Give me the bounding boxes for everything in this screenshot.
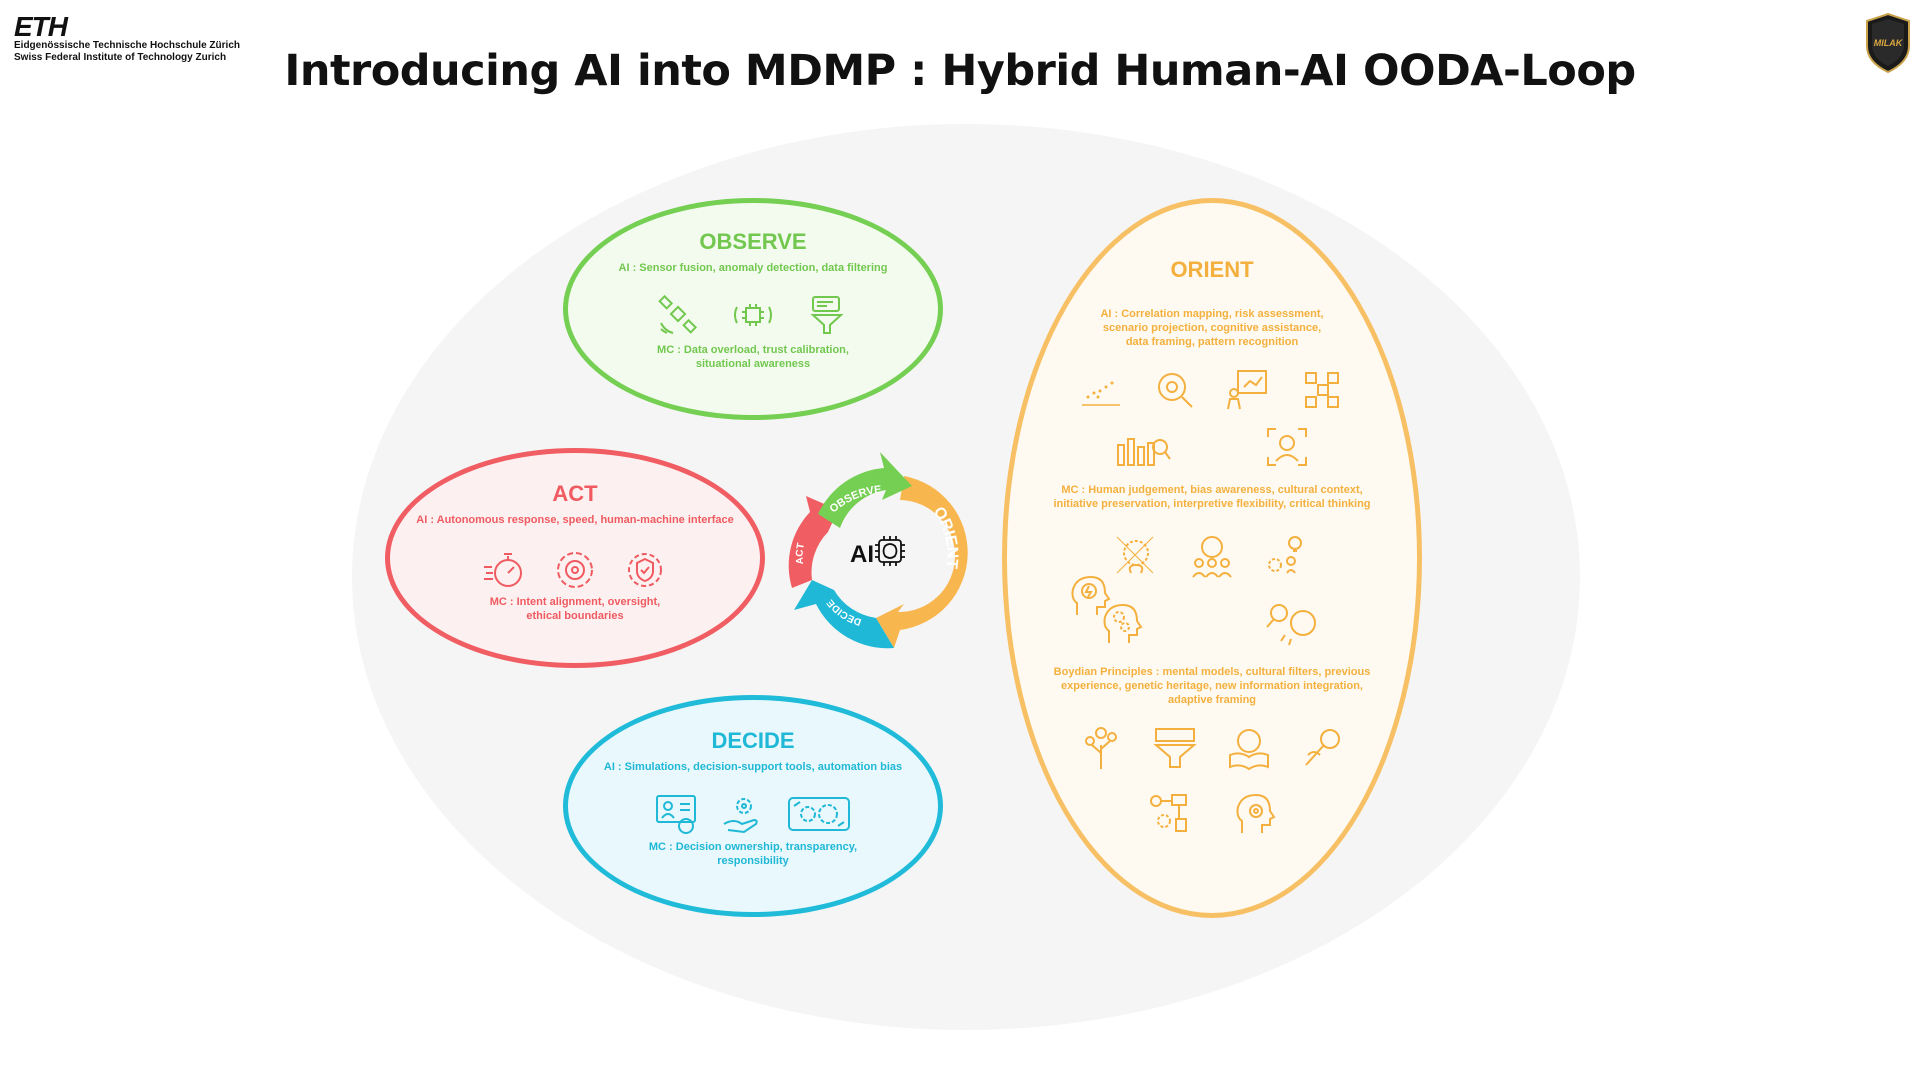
book-globe-icon (1229, 729, 1269, 771)
idea-flow-icon (1150, 794, 1187, 832)
badge-text: MILAK (1874, 38, 1904, 48)
sensor-chip-icon (734, 304, 772, 326)
orient-mc-line1: MC : Human judgement, bias awareness, cu… (1061, 484, 1363, 496)
automation-gears-icon (788, 797, 850, 831)
eth-line-english: Swiss Federal Institute of Technology Zu… (14, 52, 227, 63)
observe-arc (818, 452, 912, 528)
wheel-center-label: AI (850, 541, 874, 568)
orient-boyd-line3: adaptive framing (1167, 694, 1257, 706)
eth-logo: ETH Eidgenössische Technische Hochschule… (14, 11, 240, 64)
orient-ai-icons-row2 (1007, 425, 1417, 469)
network-icon (1305, 372, 1339, 408)
observe-ellipse: OBSERVE AI : Sensor fusion, anomaly dete… (563, 198, 943, 420)
act-icons (390, 547, 760, 593)
orient-ai-line3: data framing, pattern recognition (1125, 336, 1299, 348)
orient-boyd-line2: experience, genetic heritage, new inform… (1061, 680, 1363, 692)
orient-ai-line1: AI : Correlation mapping, risk assessmen… (1100, 308, 1324, 320)
orient-mc-icons-row1 (1007, 533, 1417, 579)
orient-ai-line2: scenario projection, cognitive assistanc… (1102, 322, 1322, 334)
presentation-icon (1227, 370, 1267, 410)
act-mc-line2: ethical boundaries (526, 610, 624, 622)
observe-mc-line1: MC : Data overload, trust calibration, (657, 344, 849, 356)
act-arc (788, 496, 838, 588)
orient-boyd-icons-row1 (1007, 725, 1417, 771)
ooda-cycle-wheel: OBSERVE ORIENT DECIDE ACT AI (788, 452, 968, 649)
orient-arc (876, 476, 968, 648)
group-globe-icon (1192, 536, 1232, 578)
observe-mc-line2: situational awareness (695, 358, 811, 370)
bar-analysis-icon (1117, 438, 1171, 466)
decide-arc (794, 580, 894, 649)
target-gear-icon (557, 552, 593, 588)
head-gears-icon (1103, 603, 1143, 643)
milak-badge-logo: MILAK (1866, 12, 1910, 74)
decide-mc-line2: responsibility (717, 855, 789, 867)
decide-ai-text: AI : Simulations, decision-support tools… (603, 761, 903, 773)
hand-gear-icon (723, 798, 758, 834)
orient-mc-icons-row3 (1007, 601, 1417, 647)
wheel-act-label: ACT (795, 542, 807, 564)
decision-dashboard-icon (656, 795, 696, 834)
ai-chip-icon (875, 536, 905, 566)
scatter-icon (1082, 381, 1120, 406)
idea-gear-icon (1268, 536, 1302, 574)
decide-ellipse: DECIDE AI : Simulations, decision-suppor… (563, 695, 943, 917)
tree-head-icon (1085, 727, 1117, 769)
act-ai-text: AI : Autonomous response, speed, human-m… (416, 514, 734, 526)
svg-text:ACT: ACT (795, 542, 807, 564)
act-title: ACT (552, 481, 598, 506)
stopwatch-icon (484, 553, 522, 587)
orient-boyd-icons-row2 (1007, 791, 1417, 837)
orient-title: ORIENT (1170, 257, 1254, 282)
eth-line-german: Eidgenössische Technische Hochschule Zür… (14, 40, 240, 51)
filter-funnel-icon (1153, 728, 1197, 768)
gear-shield-icon (628, 553, 662, 587)
orient-mc-icons-row2 (1007, 573, 1417, 619)
orient-ellipse: ORIENT AI : Correlation mapping, risk as… (1002, 198, 1422, 918)
observe-icons (568, 293, 938, 337)
act-ellipse: ACT AI : Autonomous response, speed, hum… (385, 448, 765, 668)
observe-title: OBSERVE (699, 229, 807, 254)
decide-mc-line1: MC : Decision ownership, transparency, (648, 841, 858, 853)
orient-ai-icons-row1 (1007, 367, 1417, 411)
orient-boyd-line1: Boydian Principles : mental models, cult… (1053, 666, 1371, 678)
head-target-icon (1236, 793, 1276, 833)
head-lightning-icon (1071, 575, 1111, 615)
orient-mc-line2: initiative preservation, interpretive fl… (1053, 498, 1371, 510)
brain-network-icon (1116, 536, 1154, 574)
face-scan-icon (1267, 428, 1307, 466)
decide-icons (568, 792, 938, 836)
data-filter-icon (810, 296, 844, 334)
risk-magnifier-icon (1158, 373, 1193, 408)
decide-title: DECIDE (711, 728, 795, 753)
eth-wordmark: ETH (14, 11, 68, 42)
satellite-icon (658, 294, 698, 334)
brain-search-icon (1266, 604, 1316, 646)
page-title: Introducing AI into MDMP : Hybrid Human-… (284, 46, 1636, 96)
dna-search-icon (1305, 729, 1340, 766)
observe-ai-text: AI : Sensor fusion, anomaly detection, d… (618, 262, 888, 274)
act-mc-line1: MC : Intent alignment, oversight, (489, 596, 661, 608)
